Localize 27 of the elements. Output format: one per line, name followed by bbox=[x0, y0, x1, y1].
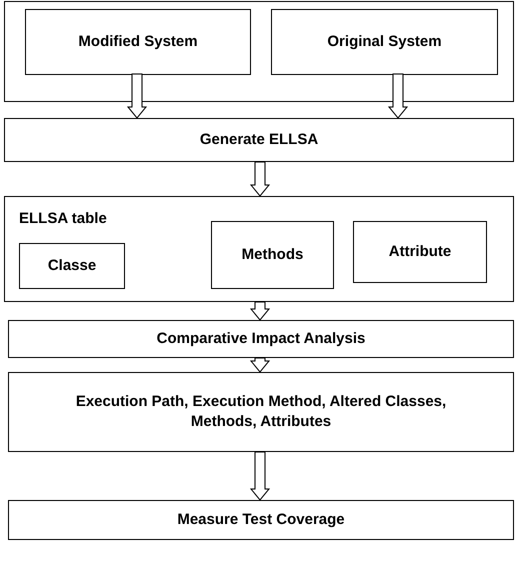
box-heading: ELLSA table bbox=[19, 209, 107, 229]
process-box bbox=[211, 221, 334, 289]
arrow bbox=[250, 358, 270, 373]
box-label: Attribute bbox=[388, 242, 452, 262]
box-label: Classe bbox=[48, 256, 96, 276]
process-box bbox=[271, 9, 498, 75]
process-box bbox=[8, 320, 514, 358]
arrow bbox=[250, 302, 270, 321]
process-box bbox=[4, 196, 514, 302]
box-label: Methods bbox=[242, 245, 304, 265]
process-box bbox=[25, 9, 251, 75]
process-box bbox=[4, 118, 514, 162]
process-box bbox=[353, 221, 487, 283]
box-label: Measure Test Coverage bbox=[177, 510, 345, 530]
box-label: Modified System bbox=[78, 32, 198, 52]
process-box bbox=[19, 243, 125, 289]
box-label: Original System bbox=[327, 32, 442, 52]
process-box bbox=[8, 500, 514, 540]
arrow bbox=[126, 74, 148, 119]
box-label: Comparative Impact Analysis bbox=[156, 329, 366, 349]
arrow bbox=[250, 452, 270, 501]
box-label: Generate ELLSA bbox=[200, 130, 318, 150]
arrow bbox=[388, 74, 408, 119]
box-label: Execution Path, Execution Method, Altered Classes, Methods, Attributes bbox=[74, 392, 448, 432]
process-box bbox=[8, 372, 514, 452]
box-container bbox=[4, 1, 514, 102]
arrow bbox=[250, 162, 270, 197]
